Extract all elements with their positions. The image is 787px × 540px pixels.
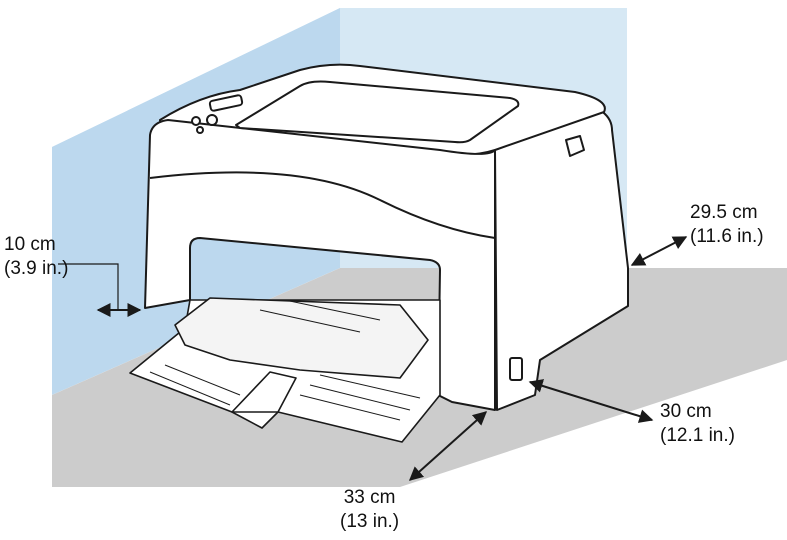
front-curve-line: [149, 171, 496, 239]
printer: [144, 63, 629, 411]
top-panel: [235, 80, 520, 144]
left-clearance-label: 10 cm (3.9 in.): [4, 233, 68, 281]
tray-guide: [231, 371, 297, 413]
right-clearance-arrow: [630, 236, 688, 266]
panel-button-1: [191, 116, 201, 126]
front-clearance-metric: 33 cm: [343, 487, 396, 508]
left-clearance-metric: 10 cm: [4, 234, 56, 255]
left-leader-line: [58, 263, 119, 310]
back-clearance-arrow: [528, 379, 654, 423]
front-clearance-imperial: (13 in.): [340, 511, 400, 532]
back-clearance-metric: 30 cm: [660, 401, 712, 422]
tray-ribs: [149, 299, 421, 421]
panel-button-3: [196, 126, 204, 134]
right-clearance-label: 29.5 cm (11.6 in.): [690, 201, 764, 249]
left-clearance-imperial: (3.9 in.): [4, 258, 69, 279]
right-clearance-metric: 29.5 cm: [690, 202, 758, 223]
side-handle: [565, 135, 585, 157]
right-clearance-imperial: (11.6 in.): [690, 226, 764, 247]
front-clearance-arrow: [408, 411, 488, 481]
front-clearance-label: 33 cm (13 in.): [340, 486, 399, 534]
paper-tray: [129, 297, 441, 443]
control-panel: [208, 94, 244, 112]
tray-inner: [174, 297, 429, 379]
panel-button-2: [206, 114, 218, 126]
back-clearance-imperial: (12.1 in.): [660, 425, 735, 446]
power-switch: [509, 357, 523, 381]
back-clearance-label: 30 cm (12.1 in.): [660, 400, 735, 448]
